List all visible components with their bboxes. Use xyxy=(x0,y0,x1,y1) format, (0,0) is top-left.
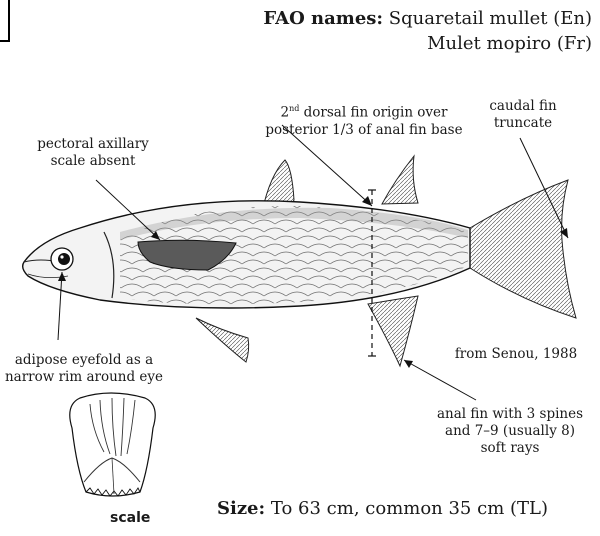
caudal-fin-annotation: caudal fin truncate xyxy=(464,98,582,132)
anal-fin-annotation: anal fin with 3 spines and 7–9 (usually … xyxy=(426,406,594,457)
size-heading: Size: xyxy=(217,498,265,519)
size-text: To 63 cm, common 35 cm (TL) xyxy=(271,498,548,519)
scale-caption: scale xyxy=(110,510,150,526)
pectoral-scale-annotation: pectoral axillary scale absent xyxy=(18,136,168,170)
anal-pointer xyxy=(404,360,476,400)
eyefold-annotation: adipose eyefold as a narrow rim around e… xyxy=(0,352,168,386)
caudal-fin xyxy=(470,180,576,318)
pelvic-fin xyxy=(196,318,249,362)
size-info: Size: To 63 cm, common 35 cm (TL) xyxy=(217,498,548,519)
second-dorsal-fin xyxy=(382,156,418,204)
scale-drawing xyxy=(70,393,155,496)
source-credit: from Senou, 1988 xyxy=(450,346,582,363)
dorsal-fin-annotation: 2nd dorsal fin origin over posterior 1/3… xyxy=(246,100,482,139)
